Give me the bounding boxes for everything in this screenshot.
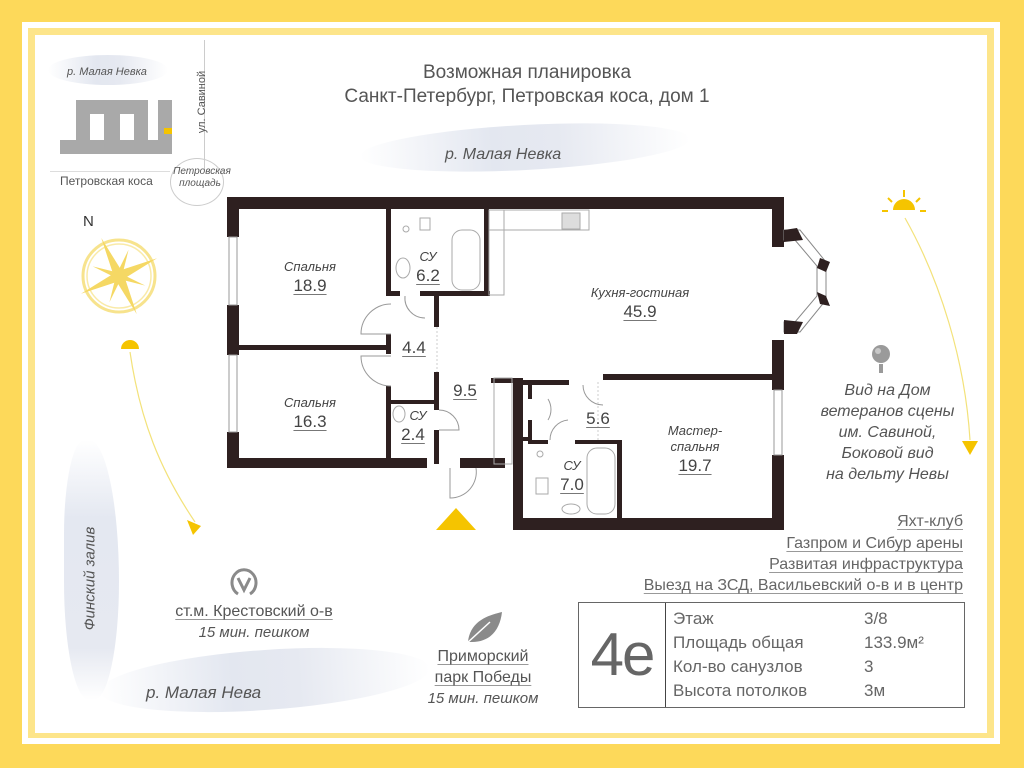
gulf-label: Финский залив (81, 526, 99, 631)
apartment-code: 4е (579, 603, 666, 707)
map-street-line-horizontal (50, 171, 170, 172)
room-area-hall-2: 9.5 (453, 381, 477, 400)
page-title: Возможная планировка (422, 62, 632, 83)
map-river-label: р. Малая Невка (67, 66, 147, 78)
room-label-bathroom-3: СУ (563, 458, 581, 473)
info-label-bathrooms: Кол-во санузлов (673, 657, 803, 676)
info-value-ceiling: 3м (864, 681, 886, 700)
room-area-hall-1: 4.4 (402, 338, 426, 357)
map-street-horizontal: Петровская коса (60, 174, 153, 188)
river-label-top: р. Малая Невка (445, 146, 562, 163)
room-label-kitchen-living: Кухня-гостиная (590, 285, 690, 300)
info-value-floor: 3/8 (864, 609, 888, 628)
map-square-circle (170, 158, 224, 206)
building-marker (164, 128, 172, 134)
river-swoosh-top-left (48, 55, 168, 85)
room-area-bathroom-2: 2.4 (401, 425, 425, 444)
room-area-bedroom-1: 18.9 (293, 276, 327, 295)
info-label-ceiling: Высота потолков (673, 681, 808, 700)
room-area-bedroom-2: 16.3 (293, 412, 327, 431)
river-label-bottom: р. Малая Нева (146, 683, 262, 702)
room-label-bathroom-1: СУ (419, 249, 437, 264)
metro-distance: 15 мин. пешком (198, 624, 310, 641)
park-link[interactable]: Приморский (437, 648, 529, 665)
info-label-floor: Этаж (673, 609, 714, 628)
info-label-area: Площадь общая (673, 633, 804, 652)
room-label-master-bedroom: Мастер- (667, 423, 723, 438)
metro-station-link[interactable]: ст.м. Крестовский о-в (175, 603, 333, 620)
compass-north-label: N (83, 213, 94, 230)
park-link-2[interactable]: парк Победы (434, 669, 532, 686)
info-value-area: 133.9м² (864, 633, 924, 652)
feature-roads[interactable]: Выезд на ЗСД, Васильевский о-в и в центр (643, 577, 963, 594)
view-line-3: им. Савиной, (838, 424, 937, 441)
view-line-4: Боковой вид (841, 445, 934, 462)
room-area-kitchen-living: 45.9 (623, 302, 657, 321)
map-square-label: Петровская (173, 166, 231, 177)
building-footprint (60, 100, 172, 155)
room-label-bedroom-2: Спальня (284, 395, 336, 410)
view-line-2: ветеранов сцены (820, 403, 955, 420)
feature-arenas[interactable]: Газпром и Сибур арены (786, 535, 963, 552)
map-square-label-2: площадь (179, 178, 221, 189)
room-area-master-bedroom: 19.7 (678, 456, 712, 475)
map-street-line-vertical (204, 40, 205, 170)
apartment-info-box: 4е Этаж 3/8 Площадь общая 133.9м² Кол-во… (578, 602, 965, 708)
gulf-swoosh (64, 440, 119, 700)
feature-yacht-club[interactable]: Яхт-клуб (897, 513, 963, 530)
feature-infrastructure[interactable]: Развитая инфраструктура (769, 556, 963, 573)
view-line-5: на дельту Невы (826, 466, 949, 483)
view-line-1: Вид на Дом (844, 382, 931, 399)
room-label-bathroom-2: СУ (409, 408, 427, 423)
room-area-hall-3: 5.6 (586, 409, 610, 428)
park-distance: 15 мин. пешком (427, 690, 539, 707)
room-area-bathroom-1: 6.2 (416, 266, 440, 285)
info-value-bathrooms: 3 (864, 657, 874, 676)
room-area-bathroom-3: 7.0 (560, 475, 584, 494)
room-label-master-bedroom-2: спальня (670, 439, 720, 454)
room-label-bedroom-1: Спальня (284, 259, 336, 274)
page-subtitle: Санкт-Петербург, Петровская коса, дом 1 (344, 86, 710, 107)
map-street-vertical: ул. Савиной (196, 70, 208, 134)
